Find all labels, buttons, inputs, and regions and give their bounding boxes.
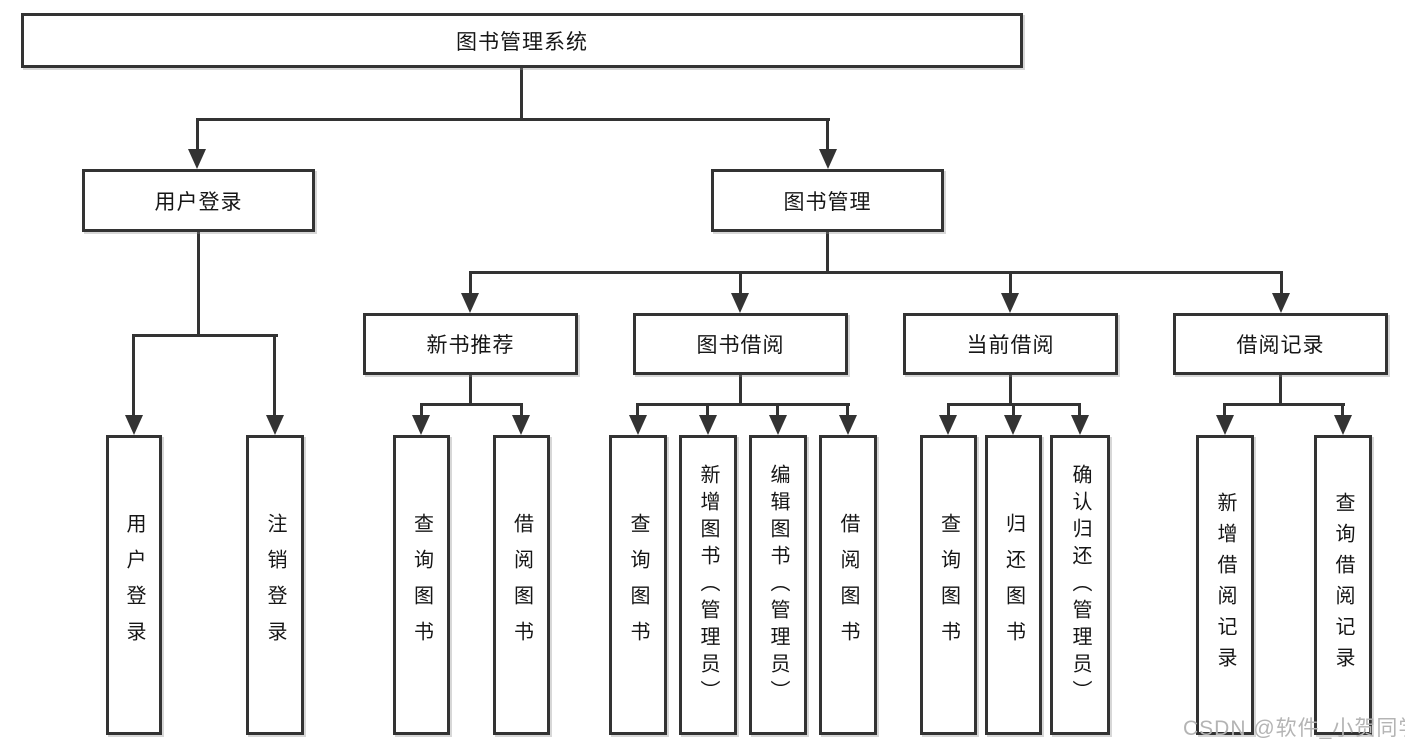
node-label: 编辑图书（管理员） (767, 463, 789, 707)
arrow-down-icon (266, 415, 284, 435)
node-borrow-records: 借阅记录 (1173, 313, 1388, 375)
connector-line (197, 232, 200, 334)
leaf-return-books: 归还图书 (985, 435, 1042, 735)
leaf-query-books-recommend: 查询图书 (393, 435, 450, 735)
connector-line (776, 403, 779, 417)
arrow-down-icon (512, 415, 530, 435)
arrow-down-icon (125, 415, 143, 435)
leaf-logout: 注销登录 (246, 435, 304, 735)
connector-line (1012, 403, 1015, 417)
leaf-confirm-return-admin: 确认归还（管理员） (1050, 435, 1110, 735)
leaf-user-login: 用户登录 (106, 435, 162, 735)
node-label: 新增借阅记录 (1214, 492, 1236, 678)
arrow-down-icon (769, 415, 787, 435)
arrow-down-icon (1001, 293, 1019, 313)
connector-line (1280, 271, 1283, 295)
arrow-down-icon (1334, 415, 1352, 435)
connector-line (846, 403, 849, 417)
csdn-watermark: CSDN @软件_小贺同学 (1183, 717, 1405, 740)
node-current-borrowing: 当前借阅 (903, 313, 1118, 375)
arrow-down-icon (461, 293, 479, 313)
node-label: 归还图书 (1002, 513, 1025, 657)
node-label: 确认归还（管理员） (1069, 463, 1091, 707)
node-label: 新书推荐 (426, 334, 515, 357)
leaf-borrow-books-borrowing: 借阅图书 (819, 435, 877, 735)
arrow-down-icon (188, 149, 206, 169)
arrow-down-icon (1216, 415, 1234, 435)
leaf-borrow-books-recommend: 借阅图书 (493, 435, 550, 735)
connector-line (1078, 403, 1081, 417)
connector-line (739, 375, 742, 405)
node-label: 注销登录 (264, 513, 286, 657)
leaf-add-borrow-record: 新增借阅记录 (1196, 435, 1254, 735)
arrow-down-icon (412, 415, 430, 435)
node-label: 新增图书（管理员） (697, 463, 719, 707)
connector-line (1009, 271, 1012, 295)
arrow-down-icon (839, 415, 857, 435)
node-label: 查询借阅记录 (1332, 492, 1354, 678)
connector-line (196, 118, 199, 151)
node-label: 图书管理 (783, 190, 872, 214)
connector-line (420, 403, 423, 417)
arrow-down-icon (939, 415, 957, 435)
connector-line (469, 271, 472, 295)
connector-line (273, 334, 276, 416)
leaf-edit-books-admin: 编辑图书（管理员） (749, 435, 807, 735)
connector-line (469, 271, 1283, 274)
connector-line (739, 271, 742, 295)
connector-line (826, 232, 829, 273)
arrow-down-icon (1004, 415, 1022, 435)
arrow-down-icon (819, 149, 837, 169)
arrow-down-icon (731, 293, 749, 313)
arrow-down-icon (1272, 293, 1290, 313)
connector-line (469, 375, 472, 405)
node-label: 借阅图书 (510, 513, 533, 657)
arrow-down-icon (1071, 415, 1089, 435)
node-book-management: 图书管理 (711, 169, 944, 232)
node-label: 查询图书 (410, 513, 433, 657)
connector-line (132, 334, 278, 337)
node-label: 用户登录 (123, 513, 145, 657)
leaf-query-borrow-record: 查询借阅记录 (1314, 435, 1372, 735)
node-label: 用户登录 (154, 190, 243, 214)
node-book-borrowing: 图书借阅 (633, 313, 848, 375)
connector-line (1279, 375, 1282, 405)
node-user-login: 用户登录 (82, 169, 315, 232)
connector-line (420, 403, 523, 406)
node-label: 图书借阅 (696, 334, 785, 357)
connector-line (636, 403, 850, 406)
connector-line (196, 118, 830, 121)
connector-line (636, 403, 639, 417)
node-label: 查询图书 (937, 513, 960, 657)
connector-line (132, 334, 135, 416)
arrow-down-icon (629, 415, 647, 435)
connector-line (1223, 403, 1345, 406)
connector-line (1223, 403, 1226, 417)
node-label: 当前借阅 (966, 334, 1055, 357)
connector-line (947, 403, 950, 417)
connector-line (706, 403, 709, 417)
connector-line (1009, 375, 1012, 405)
node-new-book-recommend: 新书推荐 (363, 313, 578, 375)
leaf-query-books-current: 查询图书 (920, 435, 977, 735)
connector-line (826, 118, 829, 151)
node-label: 借阅记录 (1236, 334, 1325, 357)
node-label: 图书管理系统 (456, 30, 588, 54)
node-root-system: 图书管理系统 (21, 13, 1023, 68)
connector-line (520, 403, 523, 417)
arrow-down-icon (699, 415, 717, 435)
connector-line (520, 68, 523, 120)
leaf-query-books-borrowing: 查询图书 (609, 435, 667, 735)
leaf-add-books-admin: 新增图书（管理员） (679, 435, 737, 735)
node-label: 借阅图书 (837, 513, 859, 657)
connector-line (1341, 403, 1344, 417)
node-label: 查询图书 (627, 513, 649, 657)
